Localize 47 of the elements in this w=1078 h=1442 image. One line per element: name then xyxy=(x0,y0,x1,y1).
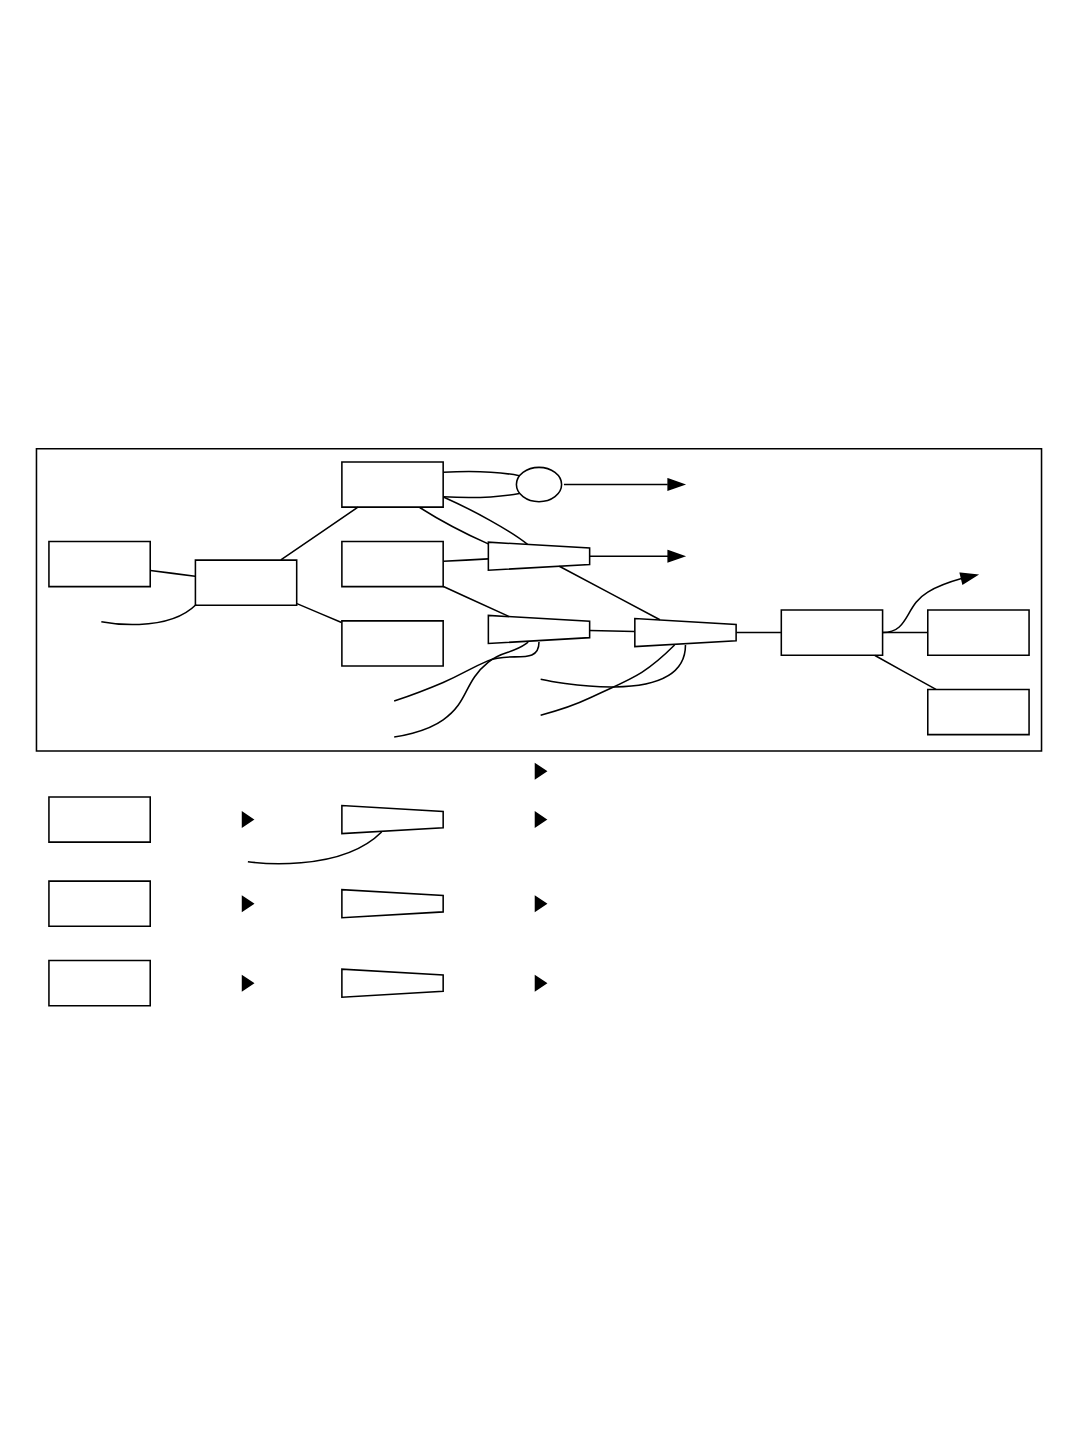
connector xyxy=(539,644,676,716)
node-box xyxy=(927,609,1030,656)
connector xyxy=(442,492,521,499)
node-triangle xyxy=(534,974,548,992)
connector xyxy=(442,496,529,546)
connector xyxy=(558,565,661,621)
connector xyxy=(442,585,511,618)
arrow xyxy=(588,549,687,563)
connector xyxy=(393,641,529,738)
connector xyxy=(874,654,937,691)
node-box xyxy=(48,796,151,843)
node-trapezoid xyxy=(341,968,444,999)
node-box xyxy=(341,461,444,508)
node-box xyxy=(341,620,444,667)
connector xyxy=(442,558,489,563)
node-box xyxy=(780,609,884,656)
node-trapezoid xyxy=(341,804,444,835)
connector xyxy=(735,631,782,634)
node-triangle xyxy=(241,811,255,829)
node-gate xyxy=(515,466,563,503)
connector xyxy=(296,602,343,624)
node-triangle xyxy=(534,762,548,780)
node-trapezoid xyxy=(634,617,737,648)
node-box xyxy=(48,959,151,1007)
connector xyxy=(247,831,383,865)
connector xyxy=(418,506,490,545)
connector xyxy=(442,470,521,477)
node-trapezoid xyxy=(341,888,444,919)
connector xyxy=(393,641,540,702)
node-box xyxy=(194,559,298,607)
node-box xyxy=(927,688,1030,736)
node-box xyxy=(48,880,151,928)
cluster xyxy=(35,447,1043,752)
connector xyxy=(589,629,636,633)
node-trapezoid xyxy=(487,614,591,645)
node-box xyxy=(341,540,444,588)
node-box xyxy=(48,540,151,588)
connector xyxy=(149,569,196,578)
connector xyxy=(539,644,687,688)
node-triangle xyxy=(241,974,255,992)
node-triangle xyxy=(534,811,548,829)
connector xyxy=(280,506,359,561)
node-triangle xyxy=(534,895,548,913)
node-triangle xyxy=(241,895,255,913)
node-trapezoid xyxy=(487,541,591,572)
connector xyxy=(100,603,197,626)
arrow xyxy=(881,572,980,634)
